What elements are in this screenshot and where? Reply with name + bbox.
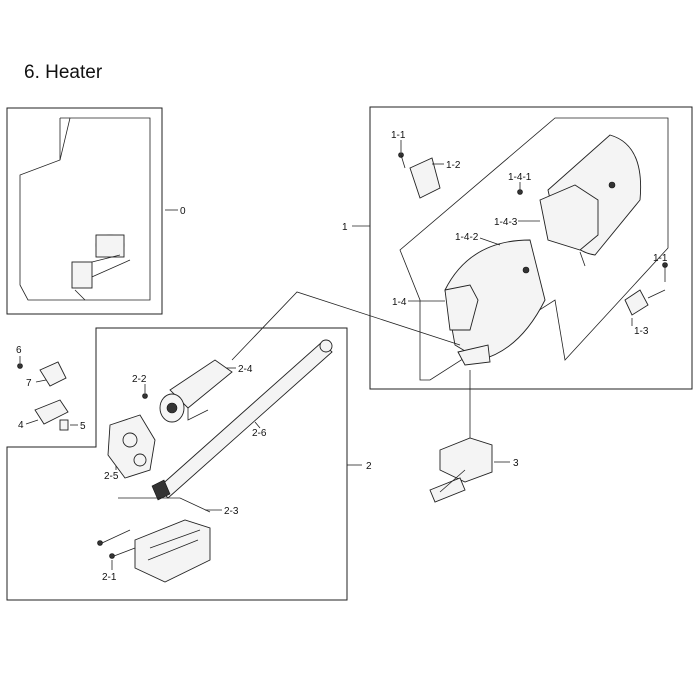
callout-4[interactable]: 4	[18, 420, 24, 431]
igniter-bracket	[187, 408, 209, 421]
base-bracket-ribs	[147, 529, 201, 561]
callout-1-4-1[interactable]: 1-4-1	[508, 172, 532, 183]
callout-2-3[interactable]: 2-3	[224, 506, 239, 517]
callout-2-4[interactable]: 2-4	[238, 364, 253, 375]
callout-1-4-3[interactable]: 1-4-3	[494, 217, 518, 228]
heater-duct-group: 1	[342, 106, 693, 390]
callout-1-4[interactable]: 1-4	[392, 297, 407, 308]
screw-pin	[579, 251, 586, 267]
lower-cylinder-end	[444, 284, 479, 331]
small-parts-group: 6 7 4 5	[16, 345, 86, 432]
dryer-cabinet-outline	[19, 117, 151, 301]
gas-valve-coil	[133, 453, 147, 467]
screw-icon	[17, 363, 23, 369]
screw-icon	[109, 553, 115, 559]
sensor-1-3	[624, 289, 649, 316]
callout-7[interactable]: 7	[26, 378, 32, 389]
screw-icon	[97, 540, 103, 546]
callout-2-1[interactable]: 2-1	[102, 572, 117, 583]
burner-tube	[151, 339, 333, 501]
leader-4	[25, 419, 39, 425]
connection-line	[231, 291, 461, 361]
callout-5[interactable]: 5	[80, 421, 86, 432]
burner-tube-end	[319, 339, 333, 353]
mini-heater-body	[95, 234, 125, 258]
heater-duct-box	[369, 106, 693, 390]
burner-assembly-group: 2 2-6 2-4 2-2 2-5	[6, 327, 372, 601]
screw-shaft	[400, 154, 406, 169]
upper-cylinder-end	[539, 184, 599, 251]
cabinet-edge	[59, 117, 70, 160]
assembly-overview-box	[6, 107, 163, 315]
page-title: 6. Heater	[24, 62, 103, 83]
gas-valve	[107, 414, 156, 479]
callout-1-1b[interactable]: 1-1	[653, 253, 668, 264]
mounting-bracket	[439, 437, 493, 483]
bracket-foot	[429, 477, 466, 503]
callout-1-4-2[interactable]: 1-4-2	[455, 232, 479, 243]
base-bracket-guide	[118, 497, 211, 513]
part-7-clip	[39, 361, 67, 387]
callout-2-2[interactable]: 2-2	[132, 374, 147, 385]
flame-sensor-bracket	[398, 152, 441, 199]
gas-valve-coil	[122, 432, 138, 448]
callout-3[interactable]: 3	[513, 458, 519, 469]
lower-duct-cylinder	[444, 239, 546, 366]
burner-tube-nozzle	[151, 479, 171, 501]
igniter-housing	[159, 359, 233, 423]
igniter-hole	[166, 402, 178, 414]
thermostat-sensor	[624, 262, 668, 316]
callout-0[interactable]: 0	[180, 206, 186, 217]
burner-base-bracket	[118, 497, 211, 583]
callout-1[interactable]: 1	[342, 222, 348, 233]
assembly-overview-group: 0	[6, 107, 186, 315]
bracket-leg	[439, 469, 466, 493]
bracket-1-2	[409, 157, 441, 199]
screw-icon	[517, 189, 523, 195]
mounting-bracket-group: 3	[429, 370, 519, 503]
callout-1-2[interactable]: 1-2	[446, 160, 461, 171]
burner-assembly-box	[6, 327, 348, 601]
leader-7	[35, 379, 47, 383]
base-bracket-body	[134, 519, 211, 583]
callout-6[interactable]: 6	[16, 345, 22, 356]
sensor-lead	[647, 289, 666, 299]
cylinder-flange	[457, 344, 491, 366]
screw-icon	[608, 181, 616, 189]
upper-duct-cylinder	[517, 134, 642, 267]
callout-2[interactable]: 2	[366, 461, 372, 472]
screw-icon	[522, 266, 530, 274]
leader-1-4-2	[479, 237, 501, 246]
callout-1-1a[interactable]: 1-1	[391, 130, 406, 141]
mini-heater-burner	[71, 261, 93, 289]
part-5-terminal	[59, 419, 69, 431]
callout-2-6[interactable]: 2-6	[252, 428, 267, 439]
screw-icon	[142, 393, 148, 399]
callout-1-3[interactable]: 1-3	[634, 326, 649, 337]
part-4-coil	[34, 399, 69, 425]
leader-2-6	[254, 421, 261, 429]
callout-2-5[interactable]: 2-5	[104, 471, 119, 482]
screw-guides	[101, 529, 136, 557]
